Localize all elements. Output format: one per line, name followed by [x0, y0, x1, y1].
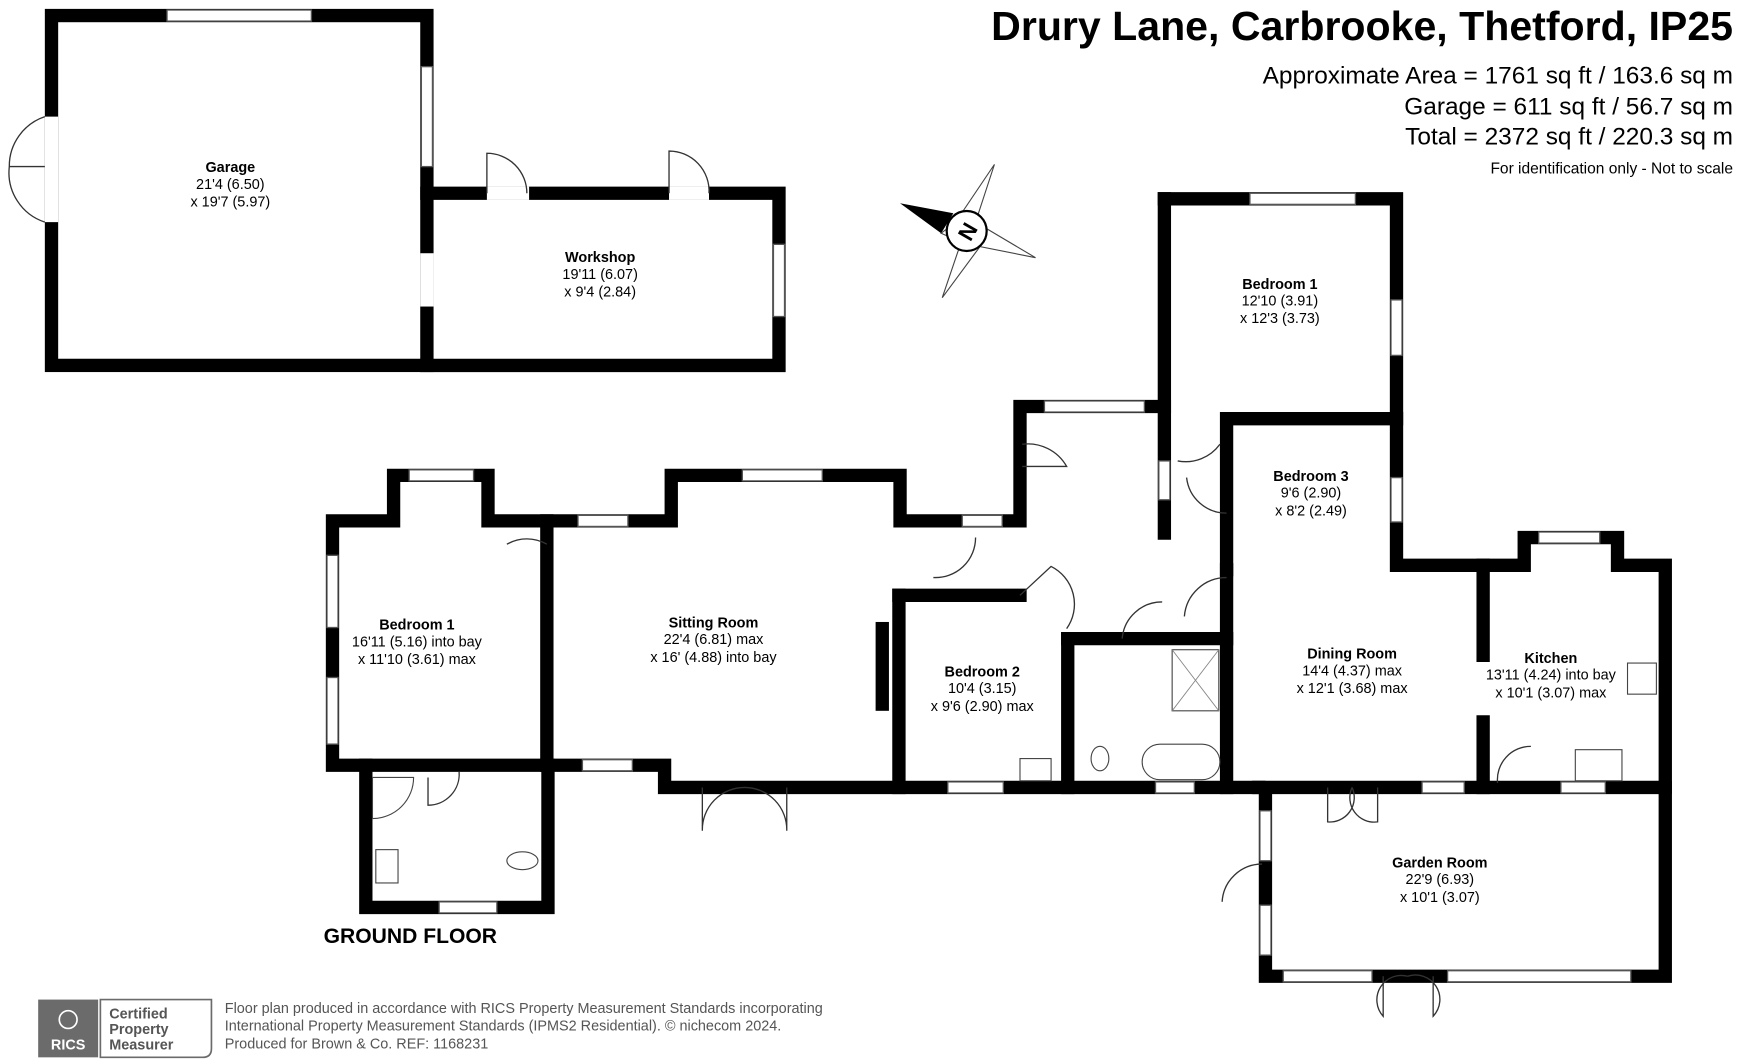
rics-badge: RICS Certified Property Measurer: [38, 998, 213, 1059]
scale-note: For identification only - Not to scale: [1490, 160, 1733, 177]
svg-text:Bedroom 1: Bedroom 1: [379, 618, 454, 634]
svg-text:Bedroom 3: Bedroom 3: [1273, 469, 1348, 485]
svg-text:Sitting Room: Sitting Room: [669, 616, 759, 632]
area-approx: Approximate Area = 1761 sq ft / 163.6 sq…: [1263, 62, 1733, 89]
svg-text:Dining Room: Dining Room: [1307, 647, 1397, 663]
page-title: Drury Lane, Carbrooke, Thetford, IP25: [991, 3, 1733, 49]
room-bedroom-2: Bedroom 210'4 (3.15) x 9'6 (2.90) max: [931, 664, 1035, 714]
svg-text:x 8'2 (2.49): x 8'2 (2.49): [1275, 503, 1347, 519]
svg-text:Measurer: Measurer: [109, 1038, 174, 1054]
area-total: Total = 2372 sq ft / 220.3 sq m: [1405, 123, 1733, 150]
room-bedroom-1-upper: Bedroom 112'10 (3.91) x 12'3 (3.73): [1240, 277, 1320, 327]
svg-text:x 16' (4.88) into bay: x 16' (4.88) into bay: [650, 650, 777, 666]
svg-text:x 11'10 (3.61) max: x 11'10 (3.61) max: [358, 652, 477, 668]
svg-text:x 9'4 (2.84): x 9'4 (2.84): [564, 285, 636, 301]
svg-text:x 12'3 (3.73): x 12'3 (3.73): [1240, 311, 1320, 327]
svg-text:Garage: Garage: [205, 160, 255, 176]
rics-logo: RICS: [51, 1038, 86, 1054]
svg-text:12'10 (3.91): 12'10 (3.91): [1242, 293, 1319, 309]
svg-text:x 10'1 (3.07): x 10'1 (3.07): [1400, 890, 1480, 906]
svg-text:9'6 (2.90): 9'6 (2.90): [1281, 486, 1341, 502]
svg-text:x 10'1 (3.07) max: x 10'1 (3.07) max: [1495, 685, 1607, 701]
garage-building: [8, 8, 786, 373]
svg-text:x 19'7 (5.97): x 19'7 (5.97): [190, 195, 270, 211]
compass-icon: N: [900, 164, 1036, 298]
svg-text:x 12'1 (3.68) max: x 12'1 (3.68) max: [1297, 681, 1409, 697]
svg-text:Bedroom 2: Bedroom 2: [945, 664, 1020, 680]
area-garage: Garage = 611 sq ft / 56.7 sq m: [1404, 93, 1733, 120]
svg-text:16'11 (5.16) into bay: 16'11 (5.16) into bay: [352, 634, 483, 650]
svg-text:19'11 (6.07): 19'11 (6.07): [562, 267, 637, 283]
house-walls: [325, 192, 1672, 1018]
room-bedroom-3: Bedroom 39'6 (2.90)x 8'2 (2.49): [1273, 469, 1348, 519]
svg-text:21'4 (6.50): 21'4 (6.50): [196, 177, 265, 193]
floor-label: GROUND FLOOR: [324, 925, 497, 948]
svg-text:x 9'6 (2.90) max: x 9'6 (2.90) max: [931, 699, 1035, 715]
svg-text:22'9 (6.93): 22'9 (6.93): [1406, 872, 1475, 888]
svg-text:Certified: Certified: [109, 1006, 168, 1022]
room-bedroom-1: Bedroom 116'11 (5.16) into bay x 11'10 (3…: [352, 618, 483, 668]
svg-text:14'4 (4.37) max: 14'4 (4.37) max: [1302, 663, 1403, 679]
footer-line-3: Produced for Brown & Co. REF: 1168231: [225, 1036, 488, 1052]
svg-text:Property: Property: [109, 1022, 168, 1038]
svg-text:22'4 (6.81) max: 22'4 (6.81) max: [664, 632, 765, 648]
footer-line-1: Floor plan produced in accordance with R…: [225, 1001, 823, 1017]
footer-line-2: International Property Measurement Stand…: [225, 1019, 782, 1035]
svg-text:10'4 (3.15): 10'4 (3.15): [948, 681, 1017, 697]
svg-text:Garden Room: Garden Room: [1392, 855, 1487, 871]
svg-text:Bedroom 1: Bedroom 1: [1242, 277, 1317, 293]
svg-text:13'11 (4.24) into bay: 13'11 (4.24) into bay: [1486, 668, 1617, 684]
svg-text:Workshop: Workshop: [565, 250, 635, 266]
svg-text:Kitchen: Kitchen: [1524, 651, 1577, 667]
